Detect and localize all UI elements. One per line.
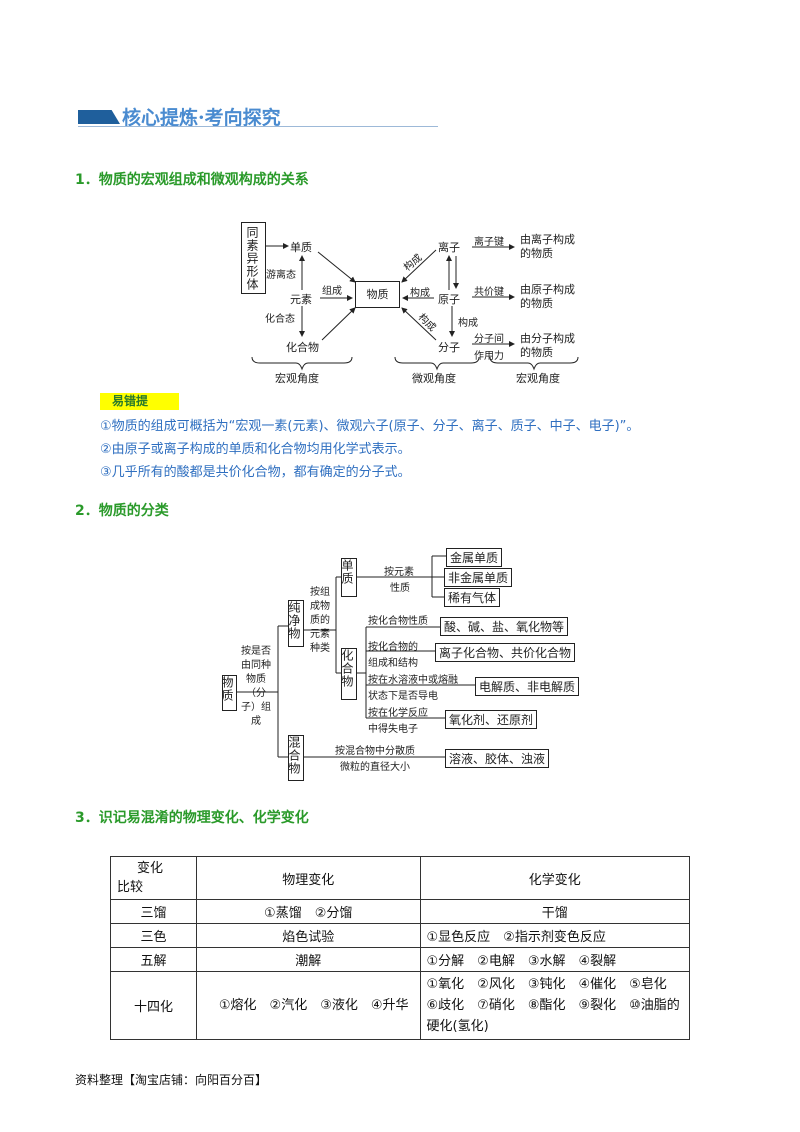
corner-label-compare: 比较 <box>117 880 144 895</box>
node-compound: 化合物 <box>286 341 319 354</box>
criterion-same-substance: 按是否由同种物质（分子）组成 <box>241 646 271 727</box>
node-simple-substance: 单质 <box>290 241 312 254</box>
label-intermolecular-1: 分子间 <box>474 334 504 345</box>
row-key: 五解 <box>110 947 197 972</box>
section-2-title: 2．物质的分类 <box>75 503 169 519</box>
label-macro-left: 宏观角度 <box>275 372 319 385</box>
row-key: 三色 <box>110 923 197 948</box>
label-micro: 微观角度 <box>412 372 456 385</box>
section-1-title: 1．物质的宏观组成和微观构成的关系 <box>75 172 309 188</box>
pure-substance-box: 纯净物 <box>287 600 304 647</box>
criterion-particle-size-1: 按混合物中分散质 <box>335 746 415 757</box>
physical-cell: ①熔化 ②汽化 ③液化 ④升华 <box>195 971 421 1040</box>
allotrope-box: 同素异形体 <box>241 222 266 294</box>
class-metal: 金属单质 <box>446 548 503 567</box>
node-atom: 原子 <box>438 293 460 306</box>
page-title: 核心提炼·考向探究 <box>122 107 281 129</box>
tip-item: ③几乎所有的酸都是共价化合物，都有确定的分子式。 <box>100 465 411 480</box>
criterion-structure-1: 按化合物的 <box>368 642 418 653</box>
chemical-cell: ①氧化 ②风化 ③钝化 ④催化 ⑤皂化 ⑥歧化 ⑦硝化 ⑧酯化 ⑨裂化 ⑩油脂的… <box>419 971 691 1040</box>
chemical-cell: ①分解 ②电解 ③水解 ④裂解 <box>419 947 691 972</box>
result-molecular: 由分子构成的物质 <box>520 332 575 359</box>
footer-source: 资料整理【淘宝店铺：向阳百分百】 <box>75 1073 268 1087</box>
simple-substance-box: 单质 <box>340 558 357 597</box>
physical-cell: 焰色试验 <box>195 923 421 948</box>
label-constitute-atom: 构成 <box>410 288 430 299</box>
table-header-row: 变化比较 物理变化 化学变化 <box>110 856 691 900</box>
result-ionic: 由离子构成的物质 <box>520 233 575 260</box>
section-3-title: 3．识记易混淆的物理变化、化学变化 <box>75 810 309 826</box>
class-ionic-covalent: 离子化合物、共价化合物 <box>435 643 576 662</box>
class-noble-gas: 稀有气体 <box>444 588 501 607</box>
chemical-cell: 干馏 <box>419 899 691 924</box>
label-combined-state: 化合态 <box>265 314 295 325</box>
row-key: 十四化 <box>110 971 197 1040</box>
corner-label-change: 变化 <box>137 861 164 876</box>
class-electrolyte: 电解质、非电解质 <box>475 677 580 696</box>
label-intermolecular-2: 作用力 <box>474 351 504 362</box>
row-key: 三馏 <box>110 899 197 924</box>
label-ionic-bond: 离子键 <box>474 237 504 248</box>
class-nonmetal: 非金属单质 <box>444 568 513 587</box>
node-molecule: 分子 <box>438 341 460 354</box>
physical-cell: ①蒸馏 ②分馏 <box>195 899 421 924</box>
header-bar-decoration <box>78 110 120 124</box>
header-divider <box>78 126 438 127</box>
class-acid-base-salt: 酸、碱、盐、氧化物等 <box>440 617 569 636</box>
chemical-cell: ①显色反应 ②指示剂变色反应 <box>419 923 691 948</box>
mixture-box: 混合物 <box>287 735 304 781</box>
compound-box: 化合物 <box>340 648 357 700</box>
criterion-structure-2: 组成和结构 <box>368 658 418 669</box>
substance-box: 物质 <box>355 281 400 308</box>
criterion-electron-2: 中得失电子 <box>368 724 418 735</box>
criterion-element-property-2: 性质 <box>390 583 410 594</box>
criterion-electron-1: 按在化学反应 <box>368 708 428 719</box>
criterion-conductivity-2: 状态下是否导电 <box>368 691 438 702</box>
error-prone-tag: 易错提 <box>100 393 179 410</box>
header-chemical: 化学变化 <box>419 856 691 900</box>
header-physical: 物理变化 <box>195 856 421 900</box>
root-substance-box: 物质 <box>220 675 237 711</box>
class-oxidant-reductant: 氧化剂、还原剂 <box>445 710 538 729</box>
label-free-state: 游离态 <box>266 270 296 281</box>
corner-cell: 变化比较 <box>110 856 197 900</box>
node-element: 元素 <box>290 293 312 306</box>
label-constitute-atom-molecule: 构成 <box>458 318 478 329</box>
class-solution-colloid: 溶液、胶体、浊液 <box>445 749 550 768</box>
node-ion: 离子 <box>438 241 460 254</box>
result-atomic: 由原子构成的物质 <box>520 283 575 310</box>
criterion-element-type: 按组成物质的元素种类 <box>310 587 330 654</box>
label-covalent-bond: 共价键 <box>474 287 504 298</box>
tip-item: ②由原子或离子构成的单质和化合物均用化学式表示。 <box>100 442 411 457</box>
criterion-compound-property: 按化合物性质 <box>368 616 428 627</box>
criterion-particle-size-2: 微粒的直径大小 <box>340 762 410 773</box>
label-compose: 组成 <box>322 286 342 297</box>
criterion-element-property-1: 按元素 <box>384 567 414 578</box>
criterion-conductivity-1: 按在水溶液中或熔融 <box>368 675 458 686</box>
physical-cell: 潮解 <box>195 947 421 972</box>
label-macro-right: 宏观角度 <box>516 372 560 385</box>
tip-item: ①物质的组成可概括为“宏观一素(元素)、微观六子(原子、分子、离子、质子、中子、… <box>100 419 640 434</box>
